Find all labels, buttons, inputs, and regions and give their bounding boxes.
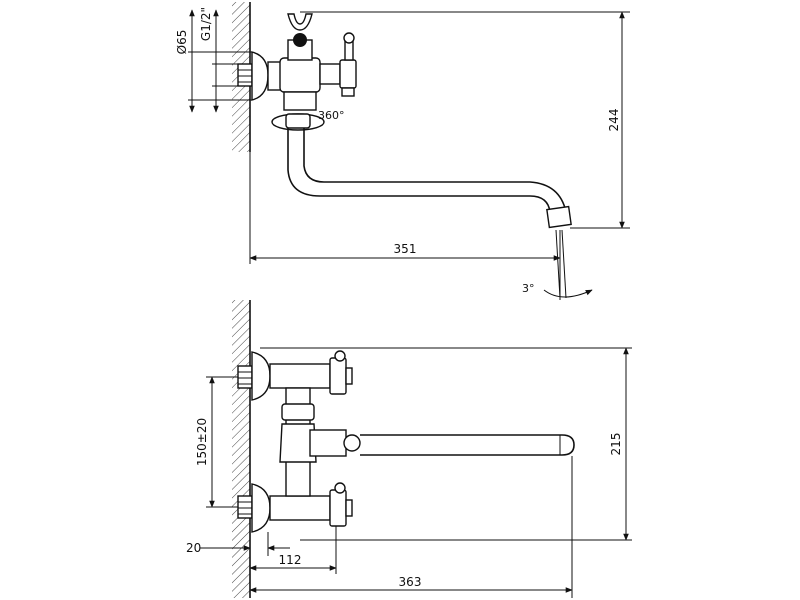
shower-holder-top (287, 13, 313, 31)
handle-base-lower (329, 489, 347, 527)
height-label-top: 244 (607, 109, 621, 132)
swivel-nut-top (285, 113, 311, 129)
thread-label: G1/2" (199, 7, 213, 41)
body-clamp-bottom (281, 403, 315, 421)
handle-lever-lower (345, 499, 353, 517)
total-length-label: 363 (399, 575, 422, 589)
handle-lever-upper (345, 367, 353, 385)
mixer-body-top (279, 57, 321, 93)
connector-lower (269, 495, 331, 521)
wall-depth-label: 20 (186, 541, 201, 555)
body-cartridge-bottom (279, 423, 317, 463)
depth-label-bottom: 112 (279, 553, 302, 567)
valve-lever-knob-top (343, 32, 355, 44)
top-view: 360° 3° Ø65 G1/2" 244 351 (175, 2, 630, 300)
thread-inlet-lower (237, 495, 253, 519)
wall-hatch-bottom (232, 300, 250, 598)
thread-inlet-top (237, 63, 253, 87)
connector-upper (269, 363, 331, 389)
spout-ring-bottom (343, 434, 361, 452)
spacing-label: 150±20 (195, 418, 209, 466)
length-label-top: 351 (394, 242, 417, 256)
valve-cap-top (341, 87, 355, 97)
escutcheon-lower (251, 483, 271, 533)
diverter-knob-top (293, 33, 307, 47)
thread-inlet-upper (237, 365, 253, 389)
diameter-label: Ø65 (175, 30, 189, 55)
escutcheon-top (251, 51, 269, 101)
swivel-collar-top (283, 91, 317, 111)
spout-inner-top (303, 128, 567, 213)
angle-arc (543, 289, 593, 298)
valve-handle-base-top (339, 59, 357, 89)
rotation-label: 360° (318, 109, 345, 122)
aerator-top (546, 205, 572, 229)
water-stream-1 (555, 229, 561, 299)
bottom-view: 150±20 215 20 112 363 (186, 300, 632, 598)
water-stream-2 (561, 229, 567, 299)
valve-stem-top (319, 63, 341, 85)
handle-base-upper (329, 357, 347, 395)
spout-outer-top (287, 128, 551, 213)
handle-knob-lower (334, 482, 346, 494)
escutcheon-upper (251, 351, 271, 401)
height-label-bottom: 215 (609, 433, 623, 456)
handle-knob-upper (334, 350, 346, 362)
spout-bottom (360, 434, 575, 456)
angle-label: 3° (522, 282, 535, 295)
spout-nut-bottom (309, 429, 347, 457)
